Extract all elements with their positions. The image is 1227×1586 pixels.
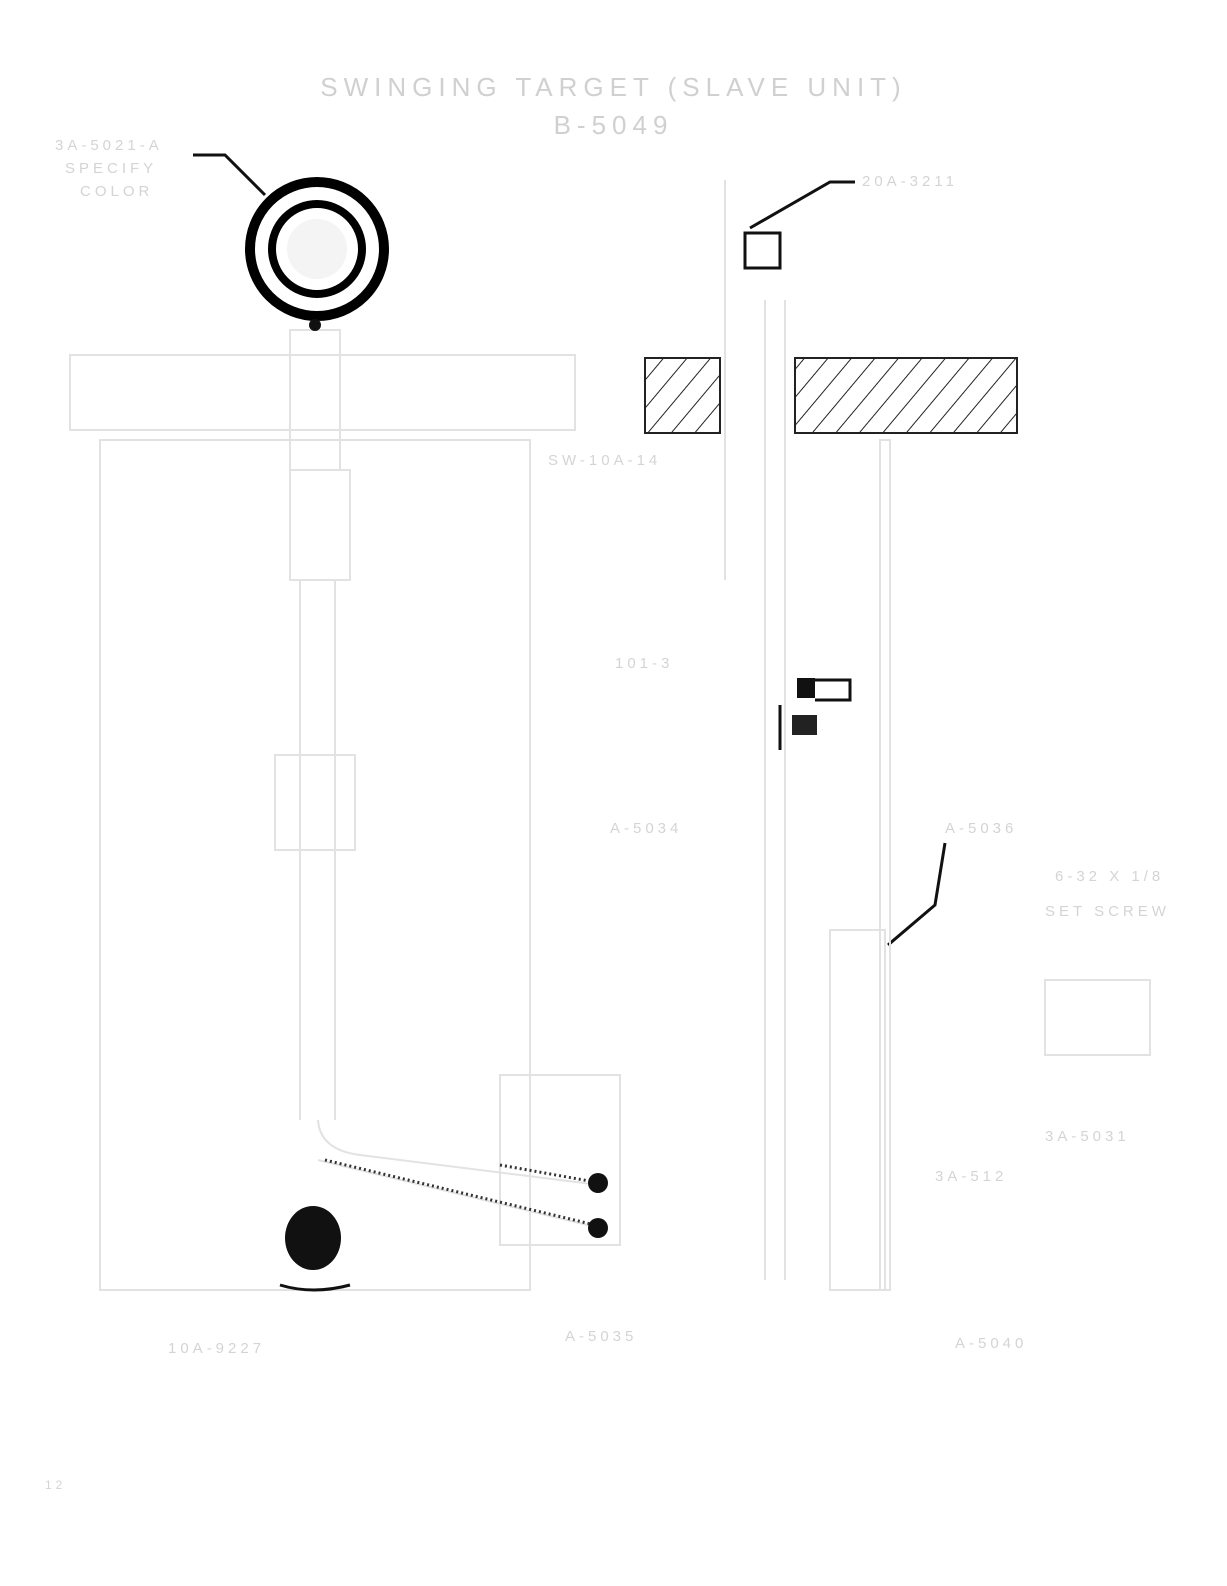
label-frame: A-5034 — [610, 820, 683, 837]
label-bottom-right-part: A-5040 — [955, 1335, 1028, 1352]
label-base-part: 10A-9227 — [168, 1340, 266, 1357]
label-part-101: 101-3 — [615, 655, 674, 672]
label-specify: SPECIFY — [65, 160, 158, 177]
counterweight — [285, 1206, 341, 1270]
label-set-screw-size: 6-32 X 1/8 — [1055, 868, 1165, 885]
label-collar: 3A-5031 — [1045, 1128, 1130, 1145]
label-bottom-left-part: A-5035 — [565, 1328, 638, 1345]
label-arm: A-5036 — [945, 820, 1018, 837]
label-switch: SW-10A-14 — [548, 452, 662, 469]
drawing-title: SWINGING TARGET (SLAVE UNIT) — [320, 72, 907, 102]
target-face — [245, 177, 389, 331]
left-view — [69, 329, 621, 1292]
arm-knob — [588, 1173, 608, 1193]
label-top-part: 20A-3211 — [862, 173, 958, 190]
drawing-number: B-5049 — [553, 110, 674, 140]
label-set-screw: SET SCREW — [1045, 903, 1170, 920]
right-view — [644, 180, 1151, 1291]
arm-knob — [588, 1218, 608, 1238]
label-shaft: 3A-512 — [935, 1168, 1008, 1185]
label-color: COLOR — [80, 183, 154, 200]
label-target-face: 3A-5021-A — [55, 137, 163, 154]
page-number: 12 — [45, 1478, 67, 1492]
